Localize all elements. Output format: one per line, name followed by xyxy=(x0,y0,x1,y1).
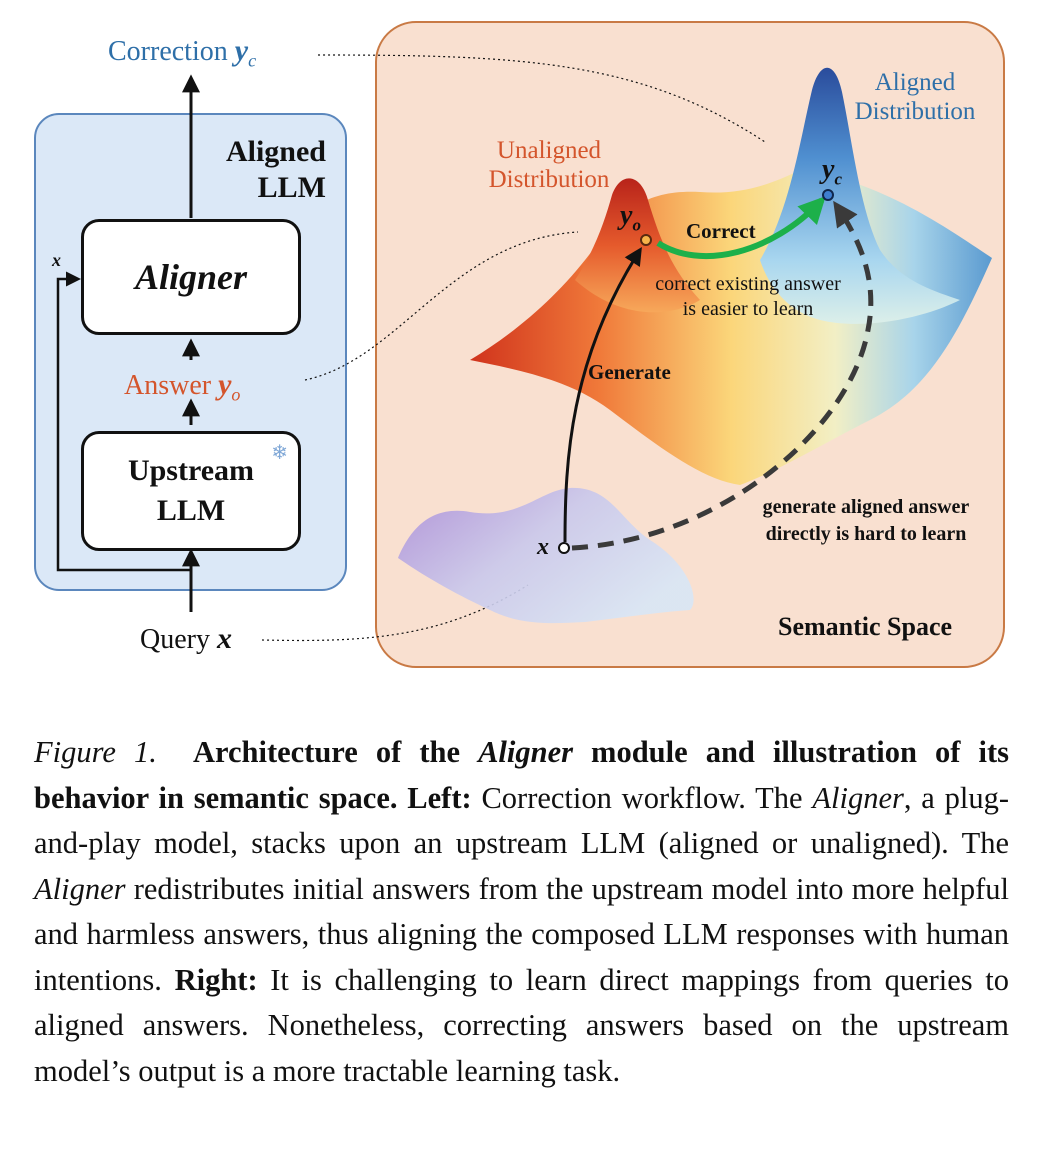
query-plane-surface xyxy=(398,487,694,624)
caption-right-label: Right: xyxy=(174,962,258,997)
caption-left-aligner: Aligner xyxy=(812,780,904,815)
x-point xyxy=(558,542,570,554)
correct-label: Correct xyxy=(686,219,756,243)
answer-text: Answer xyxy=(124,370,212,401)
x-point-label: x xyxy=(537,534,549,560)
figure-caption: Figure 1. Architecture of the Aligner mo… xyxy=(34,730,1009,1094)
yo-point xyxy=(640,234,652,246)
caption-title-part2: module and illustration of its behavior … xyxy=(34,735,1010,815)
unaligned-dist-line2: Distribution xyxy=(488,166,610,193)
aligned-dist-line2: Distribution xyxy=(854,98,976,125)
aligned-peak xyxy=(760,67,960,324)
aligned-dist-line1: Aligned xyxy=(874,69,956,96)
aligned-llm-title: Aligned LLM xyxy=(214,134,326,206)
yc-sub: c xyxy=(834,169,842,189)
correct-note-line1: correct existing answer xyxy=(655,273,841,295)
caption-title-part1: Architecture of the xyxy=(192,735,460,769)
direct-note-line2: directly is hard to learn xyxy=(765,523,967,545)
correct-note: correct existing answer is easier to lea… xyxy=(636,272,860,322)
query-var: x xyxy=(216,622,232,655)
yc-point-label: yc xyxy=(822,154,842,190)
upstream-llm-box: Upstream LLM ❄ xyxy=(81,431,301,551)
correction-sub: c xyxy=(248,50,257,71)
correct-note-line2: is easier to learn xyxy=(682,298,814,320)
query-skip-connection xyxy=(56,271,191,572)
query-dotted-connector xyxy=(261,584,529,642)
caption-left-label: Left: xyxy=(407,780,472,815)
caption-figure-label: Figure 1. xyxy=(34,735,157,769)
answer-sub: o xyxy=(231,384,241,405)
answer-label: Answer yo xyxy=(124,368,240,406)
upstream-line1: Upstream xyxy=(127,454,255,487)
unaligned-distribution-label: Unaligned Distribution xyxy=(484,136,614,194)
upstream-line2: LLM xyxy=(156,494,226,527)
correction-text: Correction xyxy=(108,36,228,67)
correction-var: y xyxy=(234,34,249,67)
caption-left-text1: Correction workflow. The xyxy=(481,780,803,815)
correction-label: Correction yc xyxy=(108,34,256,72)
semantic-space-label: Semantic Space xyxy=(778,612,953,641)
query-label: Query x xyxy=(140,622,232,656)
generate-label: Generate xyxy=(588,360,671,384)
caption-left-text3: redistributes initial answers from the u… xyxy=(34,871,1010,997)
query-text: Query xyxy=(140,624,210,655)
snowflake-icon: ❄ xyxy=(271,440,288,464)
caption-left-aligner2: Aligner xyxy=(34,871,126,906)
direct-note-line1: generate aligned answer xyxy=(762,496,970,518)
yo-point-label: yo xyxy=(620,200,641,236)
aligned-llm-title-line1: Aligned xyxy=(225,135,326,168)
caption-left-text2: , a plug-and-play model, stacks upon an … xyxy=(34,780,1009,861)
direct-note: generate aligned answer directly is hard… xyxy=(744,494,988,548)
answer-var: y xyxy=(218,368,232,401)
correct-arrow xyxy=(656,196,826,260)
caption-paragraph: Figure 1. Architecture of the Aligner mo… xyxy=(34,730,1009,1094)
aligned-llm-title-line2: LLM xyxy=(257,171,326,204)
unaligned-dist-line1: Unaligned xyxy=(496,137,602,164)
caption-right-text: It is challenging to learn direct mappin… xyxy=(34,962,1010,1088)
caption-title-aligner: Aligner xyxy=(478,735,573,769)
yc-point xyxy=(822,189,834,201)
yo-var: y xyxy=(620,200,633,231)
generate-arrow xyxy=(563,246,642,543)
upstream-llm-label: Upstream LLM xyxy=(128,451,254,531)
yc-var: y xyxy=(822,154,835,185)
aligner-label: Aligner xyxy=(134,257,248,297)
aligned-distribution-label: Aligned Distribution xyxy=(850,68,980,126)
unaligned-peak xyxy=(575,178,700,313)
skip-x-label: x xyxy=(52,250,61,270)
yo-sub: o xyxy=(632,215,641,235)
aligner-box: Aligner xyxy=(81,219,301,335)
direct-generate-arrow xyxy=(571,200,874,551)
